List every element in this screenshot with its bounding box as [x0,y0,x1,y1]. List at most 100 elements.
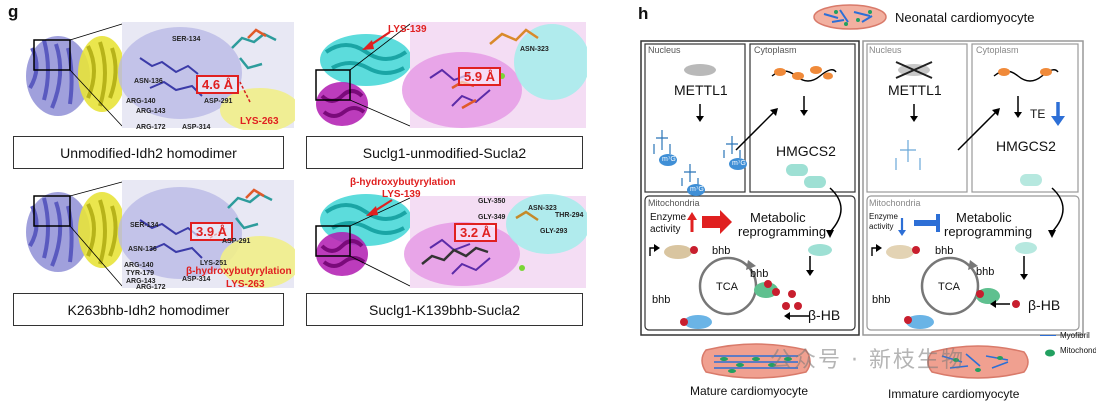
enzyme-activity-label: activity [869,222,894,231]
legend-myofibril: Myofibril [1060,331,1090,340]
distance-label-3: 3.9 Å [190,222,234,241]
modified-site-label: LYS-139 [382,189,421,200]
cytoplasm-label: Cytoplasm [754,45,797,55]
legend-mitochondria-swatch [1045,349,1055,357]
residue-label: ASP-291 [204,98,233,105]
m7g-label: m⁷G [732,160,746,167]
bhb-label: bhb [872,294,891,306]
panel-g-label: g [8,2,19,21]
tca-label: TCA [716,281,738,293]
immature-caption: Immature cardiomyocyte [888,387,1020,401]
modified-site-label: LYS-263 [226,279,265,290]
zoom-box [315,69,351,101]
modification-label: β-hydroxybutyrylation [186,266,292,277]
residue-label: ARG-140 [124,262,154,269]
residue-label: ASN-136 [128,246,157,253]
residue-label: GLY-350 [478,198,506,205]
immature-schematic [862,40,1084,336]
residue-label: THR-294 [555,212,584,219]
neonatal-cardiomyocyte-icon [813,4,887,30]
residue-label: ARG-143 [136,108,166,115]
caption-suclg1-k139bhb-sucla2: Suclg1-K139bhb-Sucla2 [306,293,583,326]
distance-label-2: 5.9 Å [458,67,502,86]
cytoplasm-label: Cytoplasm [976,45,1019,55]
residue-label: ASN-323 [520,46,549,53]
residue-label: ARG-143 [126,278,156,285]
trna-icon [895,140,921,170]
modified-site-label: LYS-263 [240,116,279,127]
modification-label: β-hydroxybutyrylation [350,177,456,188]
beta-hb-label: β-HB [808,307,841,323]
structure-k263bhb-idh2 [26,180,295,288]
hmgcs2-protein [1020,174,1042,186]
bhb-label: bhb [976,266,995,278]
metabolic-label: Metabolic [956,210,1012,225]
caption-suclg1-unmodified-sucla2: Suclg1-unmodified-Sucla2 [306,136,583,169]
hmgcs2-protein [786,164,808,176]
residue-label: TYR-179 [126,270,155,277]
nucleus-label: Nucleus [869,45,902,55]
m7g-label: m⁷G [662,156,676,163]
bhb-label: bhb [652,294,671,306]
nucleus-label: Nucleus [648,45,681,55]
residue-label: GLY-349 [478,214,506,221]
mature-caption: Mature cardiomyocyte [690,384,809,398]
zoom-box [33,39,71,71]
cytoplasm-box [971,43,1079,193]
mature-cardiomyocyte-icon [701,343,811,379]
residue-label: SER-134 [172,36,201,43]
bhb-label: bhb [712,245,731,257]
structure-suclg1-k139bhb [315,194,587,288]
tca-cycle [920,256,980,316]
residue-label: GLY-293 [540,228,568,235]
metabolic-label: reprogramming [738,224,827,239]
beta-hb-label: β-HB [1028,297,1061,313]
residue-label: ASN-136 [134,78,163,85]
panel-h-label: h [638,4,649,23]
caption-unmodified-idh2: Unmodified-Idh2 homodimer [13,136,284,169]
neonatal-title: Neonatal cardiomyocyte [895,10,1035,25]
nucleus-box [866,43,968,193]
metabolic-label: Metabolic [750,210,806,225]
residue-label: ARG-172 [136,124,166,131]
metabolic-label: reprogramming [944,224,1033,239]
mitochondria-box [644,195,856,331]
residue-label: SER-134 [130,222,159,229]
structure-suclg1-unmodified [315,22,587,128]
te-label: TE [1030,107,1046,121]
hmgcs2-label: HMGCS2 [776,143,836,159]
mettl1-label: METTL1 [888,82,942,98]
cytoplasm-box [749,43,856,193]
distance-label-4: 3.2 Å [454,223,498,242]
residue-label: LYS-251 [200,260,227,267]
caption-k263bhb-idh2: K263bhb-Idh2 homodimer [13,293,284,326]
residue-label: ASP-314 [182,276,211,283]
tca-label: TCA [938,281,960,293]
mitochondria-box [866,195,1080,331]
bhb-label: bhb [935,245,954,257]
hmgcs2-protein [804,176,826,188]
residue-label: ASP-291 [222,238,251,245]
immature-cardiomyocyte-icon [927,345,1029,379]
m7g-label: m⁷G [690,186,704,193]
mitochondria-label: Mitochondria [648,198,700,208]
hmgcs2-label: HMGCS2 [996,138,1056,154]
enzyme-activity-label: Enzyme [650,212,687,223]
residue-label: ARG-172 [136,284,166,291]
bhb-label: bhb [750,268,769,280]
mettl1-shape [684,64,716,76]
overview-ribbon-sucla2 [316,232,368,276]
zoom-box [315,225,351,257]
zoom-box [33,195,71,227]
watermark: 公众号 · 新枝生物 [770,348,965,373]
trna-icon [653,130,741,186]
residue-label: ASP-314 [182,124,211,131]
residue-label: ARG-140 [126,98,156,105]
mettl1-label: METTL1 [674,82,728,98]
mitochondria-label: Mitochondria [869,198,921,208]
distance-label-1: 4.6 Å [196,75,240,94]
mature-schematic [640,40,860,336]
enzyme-activity-label: activity [650,224,681,235]
modified-site-label: LYS-139 [388,24,427,35]
residue-label: ASN-323 [528,205,557,212]
